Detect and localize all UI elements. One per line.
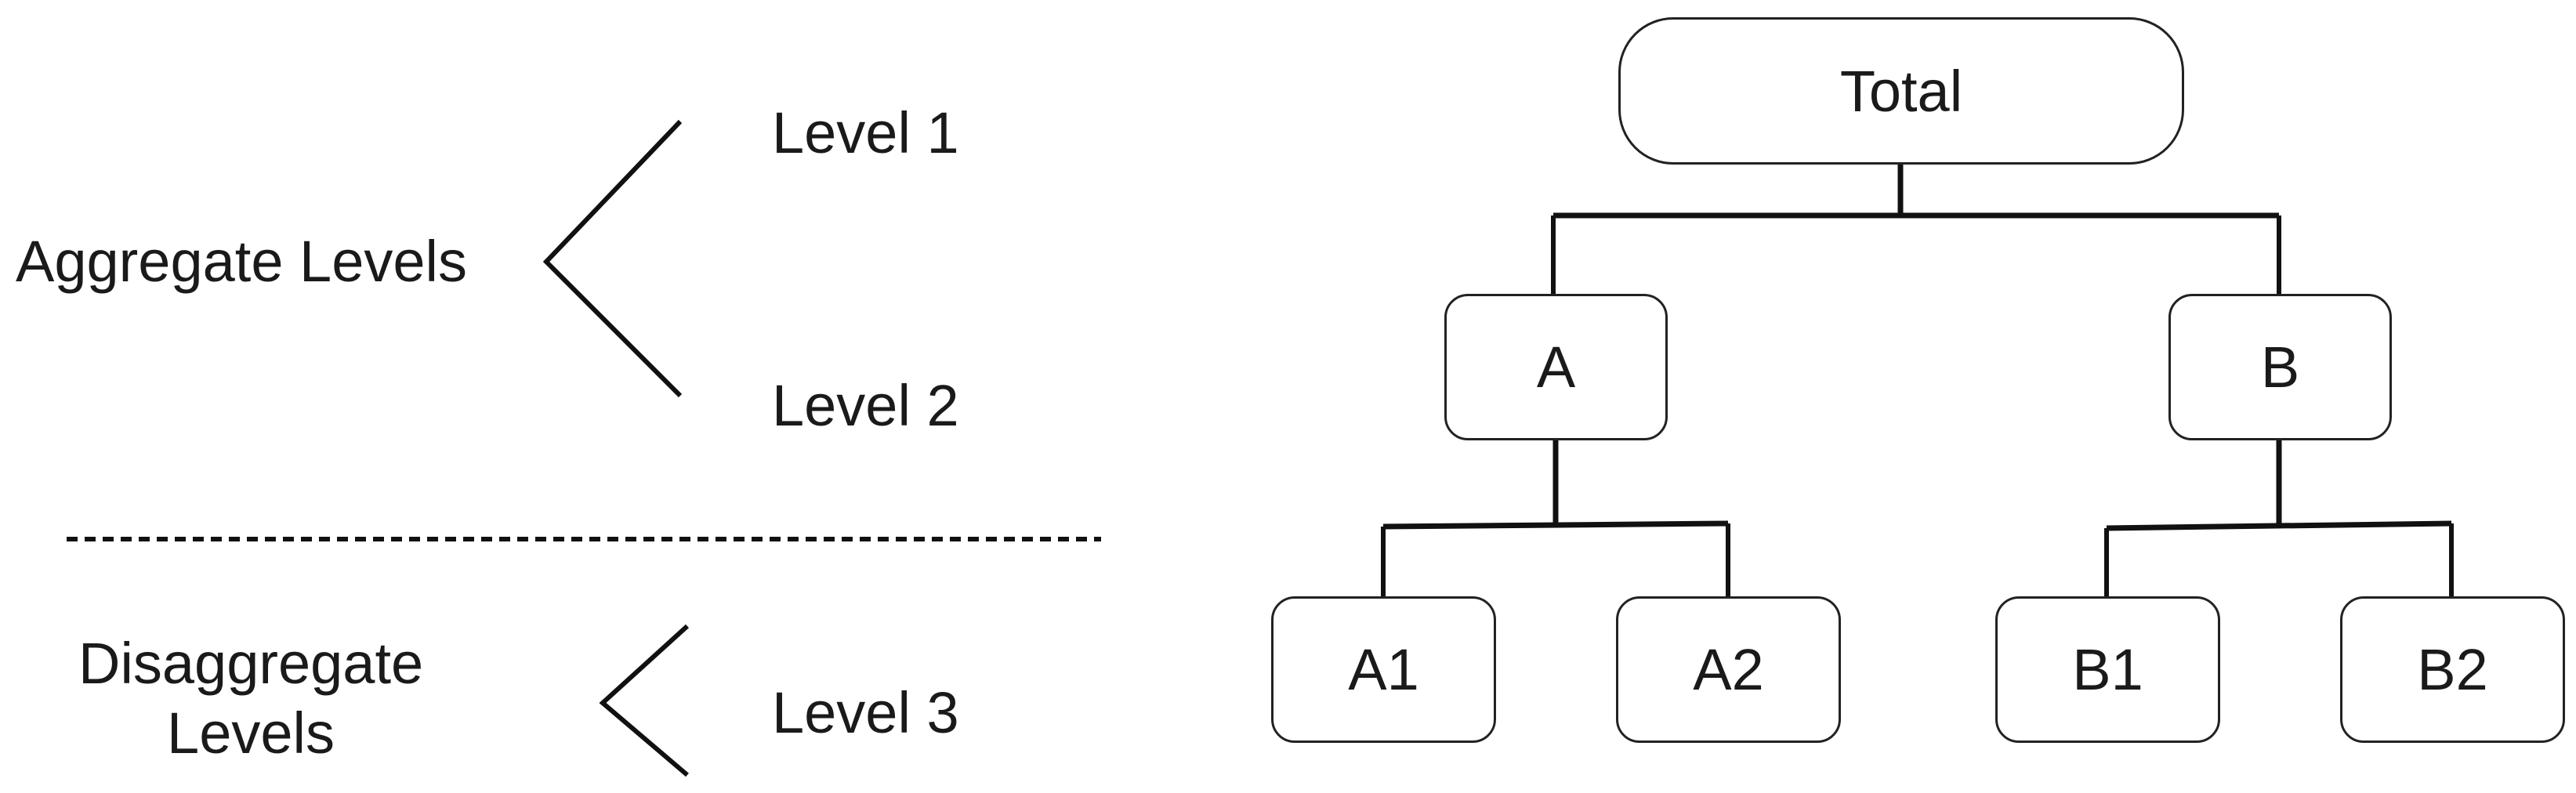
level-3-label: Level 3	[772, 680, 959, 745]
connector-b-bar	[2106, 520, 2452, 531]
node-b2: B2	[2340, 596, 2565, 743]
aggregate-levels-label: Aggregate Levels	[16, 229, 467, 294]
node-a: A	[1444, 294, 1668, 440]
node-b: B	[2168, 294, 2392, 440]
node-a2: A2	[1616, 596, 1841, 743]
node-total: Total	[1618, 17, 2184, 165]
disaggregate-label-line2: Levels	[167, 700, 335, 766]
disaggregate-levels-label: Disaggregate Levels	[78, 629, 423, 769]
disaggregate-label-line1: Disaggregate	[78, 631, 424, 696]
aggregate-bracket	[542, 119, 683, 398]
node-a1: A1	[1271, 596, 1496, 743]
disaggregate-bracket	[599, 624, 690, 777]
node-b1: B1	[1995, 596, 2220, 743]
level-1-label: Level 1	[772, 100, 959, 165]
level-2-label: Level 2	[772, 373, 959, 438]
connector-a-bar	[1382, 520, 1729, 530]
